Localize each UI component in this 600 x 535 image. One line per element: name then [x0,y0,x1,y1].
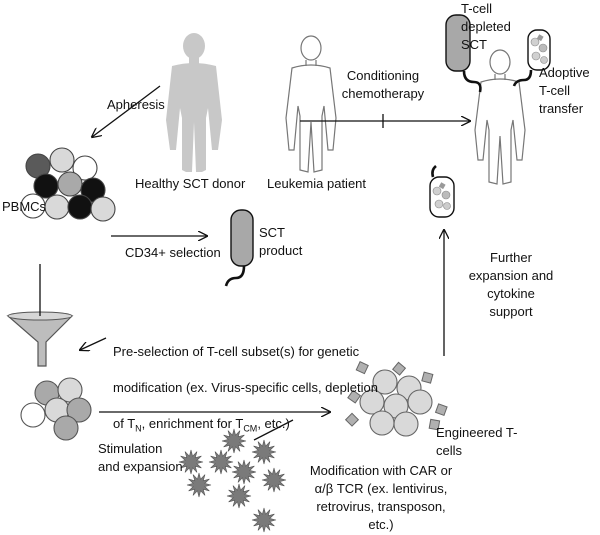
sct-product-label: SCT product [259,225,303,258]
modified-cell-star-5 [231,459,257,485]
conditioning-chemotherapy-label: Conditioning chemotherapy [341,68,425,101]
modified-cells-star-icons [178,428,287,533]
apheresis-label: Apheresis [107,97,165,112]
expansion-bag-icon [429,164,455,218]
modified-cell-star-7 [186,472,212,498]
selected-t-cell-cluster-icon [20,377,92,441]
healthy-donor-label: Healthy SCT donor [135,176,246,191]
modified-cell-star-2 [251,439,277,465]
pbmcs-label: PBMCs [2,199,47,214]
pbmc-cell-cluster-icon [20,147,116,222]
modification-label: Modification with CAR or α/β TCR (ex. le… [309,463,453,532]
arrows [39,85,470,441]
engineered-t-cell-cluster-icon [344,361,448,437]
apheresis-arrow [92,85,161,137]
modified-cell-star-6 [261,467,287,493]
modified-cell-star-9 [251,507,277,533]
preselection-label: Pre-selection of T-cell subset(s) for ge… [113,344,378,434]
modified-cell-star-4 [208,449,234,475]
leukemia-patient-icon [285,35,337,173]
further-expansion-label: Further expansion and cytokine support [468,250,554,319]
engineered-t-cells-label: Engineered T- cells [436,425,518,458]
modified-cell-star-1 [221,428,247,454]
t-cell-depleted-sct-label: T-cell depleted SCT [461,1,511,52]
stimulation-expansion-label: Stimulation and expansion [98,441,183,474]
cd34-selection-label: CD34+ selection [125,245,221,260]
adoptive-transfer-label: Adoptive T-cell transfer [539,65,590,116]
adoptive-t-cell-bag-icon [512,29,551,87]
funnel-icon [6,311,74,367]
healthy-donor-icon [166,33,222,172]
sct-product-bag-icon [224,209,254,287]
recipient-patient-icon [474,49,526,185]
modified-cell-star-3 [178,449,204,475]
t-cell-depleted-sct-bag-icon [445,14,482,93]
modification-tick [253,419,294,441]
preselection-arrow [80,337,107,350]
leukemia-patient-label: Leukemia patient [267,176,367,191]
modified-cell-star-8 [226,483,252,509]
